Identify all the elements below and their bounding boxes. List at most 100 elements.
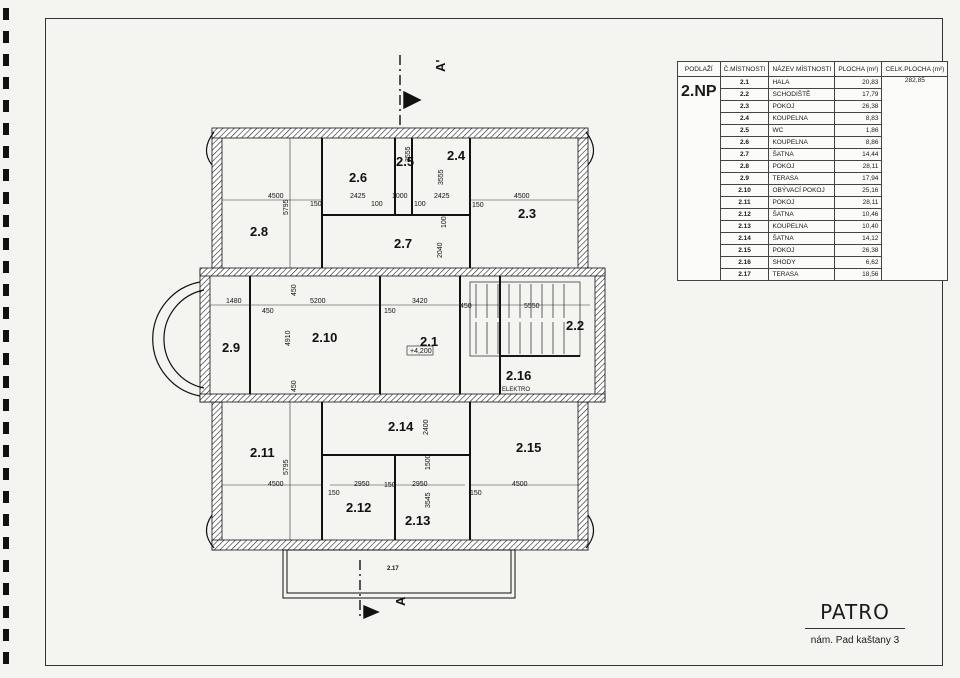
room-label-2-7: 2.7 xyxy=(394,236,412,251)
dimension-lines xyxy=(210,138,590,540)
room-name-cell: POKOJ xyxy=(768,196,836,209)
room-id-cell: 2.14 xyxy=(719,232,770,245)
room-name-cell: POKOJ xyxy=(768,100,836,113)
dim: 4500 xyxy=(268,193,284,200)
dim: 150 xyxy=(472,202,484,209)
binder-hole xyxy=(3,31,9,43)
dim: 2425 xyxy=(350,193,366,200)
header-area: PLOCHA (m²) xyxy=(834,61,883,77)
title-block: PATRO nám. Pad kaštany 3 xyxy=(805,600,905,646)
binder-hole xyxy=(3,123,9,135)
exterior-walls xyxy=(199,127,606,551)
room-area-cell: 1,86 xyxy=(834,124,883,137)
binder-hole xyxy=(3,169,9,181)
room-label-2-6: 2.6 xyxy=(349,170,367,185)
room-id-cell: 2.13 xyxy=(719,220,770,233)
binder-hole xyxy=(3,445,9,457)
room-name-cell: ŠATNA xyxy=(768,232,836,245)
room-label-2-4: 2.4 xyxy=(447,148,466,163)
binder-hole xyxy=(3,583,9,595)
binder-hole xyxy=(3,307,9,319)
header-room-name: NÁZEV MÍSTNOSTI xyxy=(768,61,836,77)
binder-hole xyxy=(3,146,9,158)
room-label-2-16: 2.16 xyxy=(506,368,531,383)
binder-hole xyxy=(3,652,9,664)
binder-hole xyxy=(3,54,9,66)
room-id-cell: 2.2 xyxy=(719,88,770,101)
table-header-row: PODLAŽÍ Č.MÍSTNOSTI NÁZEV MÍSTNOSTI PLOC… xyxy=(677,61,949,77)
room-area-cell: 26,38 xyxy=(834,100,883,113)
binder-hole xyxy=(3,238,9,250)
binder-holes xyxy=(3,8,9,664)
room-area-cell: 10,46 xyxy=(834,208,883,221)
binder-hole xyxy=(3,8,9,20)
binder-hole xyxy=(3,284,9,296)
dim: 5795 xyxy=(283,459,290,475)
dim: 4500 xyxy=(512,481,528,488)
room-labels: 2.1 2.2 2.3 2.4 2.5 2.6 2.7 2.8 2.9 2.10… xyxy=(222,148,584,572)
dim: 1000 xyxy=(392,193,408,200)
dimension-texts: 4500 5795 150 2425 1000 100 100 2425 355… xyxy=(226,146,540,508)
room-id-cell: 2.8 xyxy=(719,160,770,173)
room-label-2-2: 2.2 xyxy=(566,318,584,333)
binder-hole xyxy=(3,468,9,480)
sheet-frame xyxy=(45,18,943,666)
floor-cell: 2.NP xyxy=(677,76,721,281)
dim: 450 xyxy=(460,303,472,310)
dim: 3420 xyxy=(412,298,428,305)
level-mark: +4,200 xyxy=(410,348,432,355)
room-label-2-13: 2.13 xyxy=(405,513,430,528)
dim: 3545 xyxy=(425,492,432,508)
address: nám. Pad kaštany 3 xyxy=(810,635,900,646)
binder-hole xyxy=(3,215,9,227)
room-area-cell: 17,94 xyxy=(834,172,883,185)
binder-hole xyxy=(3,330,9,342)
corner-bays xyxy=(205,131,595,549)
room-id-cell: 2.15 xyxy=(719,244,770,257)
dim: 450 xyxy=(291,284,298,296)
binder-hole xyxy=(3,537,9,549)
room-area-cell: 14,44 xyxy=(834,148,883,161)
staircase xyxy=(469,281,581,357)
room-label-2-1: 2.1 xyxy=(420,334,438,349)
room-area-cell: 14,12 xyxy=(834,232,883,245)
room-name-cell: KOUPELNA xyxy=(768,220,836,233)
binder-hole xyxy=(3,491,9,503)
room-area-cell: 20,83 xyxy=(834,76,883,89)
room-label-2-3: 2.3 xyxy=(518,206,536,221)
room-schedule-table: PODLAŽÍ Č.MÍSTNOSTI NÁZEV MÍSTNOSTI PLOC… xyxy=(677,61,949,281)
room-label-2-15: 2.15 xyxy=(516,440,541,455)
elektro-label: ELEKTRO xyxy=(502,387,530,393)
room-label-2-11: 2.11 xyxy=(250,445,275,460)
header-room-no: Č.MÍSTNOSTI xyxy=(719,61,770,77)
room-name-cell: KOUPELNA xyxy=(768,112,836,125)
binder-hole xyxy=(3,77,9,89)
binder-hole xyxy=(3,514,9,526)
dim: 100 xyxy=(414,201,426,208)
room-id-cell: 2.10 xyxy=(719,184,770,197)
room-id-cell: 2.6 xyxy=(719,136,770,149)
binder-hole xyxy=(3,399,9,411)
room-name-cell: TERASA xyxy=(768,172,836,185)
room-area-cell: 28,11 xyxy=(834,160,883,173)
dim: 2950 xyxy=(412,481,428,488)
dim: 2950 xyxy=(354,481,370,488)
dim: 450 xyxy=(262,308,274,315)
binder-hole xyxy=(3,560,9,572)
dim: 4500 xyxy=(268,481,284,488)
room-area-cell: 28,11 xyxy=(834,196,883,209)
dim: 3555 xyxy=(438,169,445,185)
drawing-title: PATRO xyxy=(820,600,890,624)
room-label-2-8: 2.8 xyxy=(250,224,268,239)
binder-hole xyxy=(3,353,9,365)
room-id-cell: 2.3 xyxy=(719,100,770,113)
room-name-cell: OBÝVACÍ POKOJ xyxy=(768,184,836,197)
dim: 100 xyxy=(371,201,383,208)
room-id-cell: 2.12 xyxy=(719,208,770,221)
dim: 4500 xyxy=(514,193,530,200)
